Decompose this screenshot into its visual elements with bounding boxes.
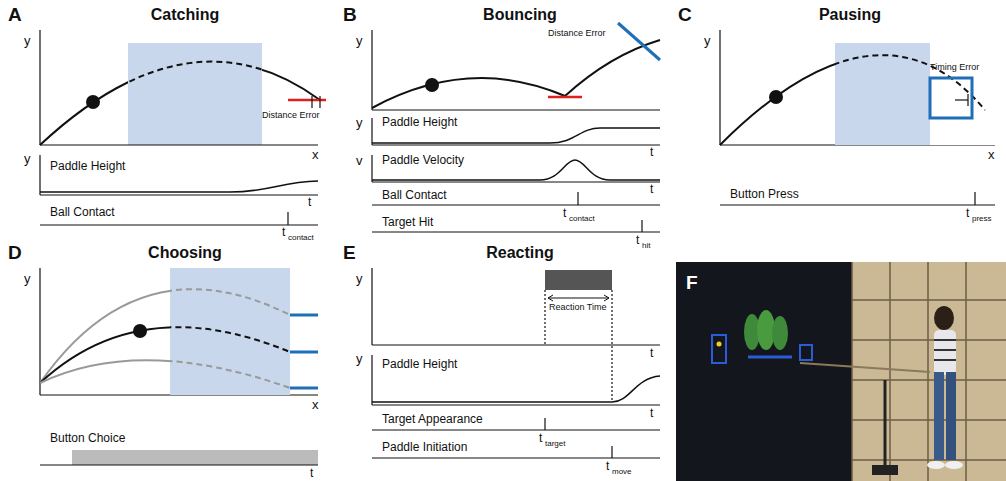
- plot-label: Paddle Velocity: [382, 154, 464, 168]
- plot-label: contact: [569, 214, 595, 223]
- plot-label: t: [606, 460, 609, 474]
- plot-label: Distance Error: [548, 28, 606, 38]
- plot-label: t: [966, 207, 969, 221]
- plot-label: Timing Error: [930, 62, 979, 72]
- plot-label: Paddle Height: [382, 358, 457, 372]
- plot-label: Paddle Height: [382, 116, 457, 130]
- plot-label: t: [282, 226, 285, 240]
- plot-label: t: [310, 467, 313, 481]
- plot-label: y: [356, 34, 363, 49]
- plot-label: t: [650, 347, 653, 361]
- panel-letter: C: [678, 4, 692, 26]
- plot-label: y: [24, 34, 31, 49]
- plot-label: t: [308, 196, 311, 210]
- plot-label: Paddle Initiation: [382, 441, 467, 455]
- plot-label: x: [312, 398, 319, 413]
- plot-label: Button Choice: [50, 432, 125, 446]
- panel-title: Choosing: [148, 244, 222, 262]
- panel-title: Reacting: [486, 244, 554, 262]
- hidden-trajectory: [128, 62, 262, 145]
- panel-title: Pausing: [819, 6, 881, 24]
- plot-label: t: [563, 207, 566, 221]
- plot-label: hit: [642, 241, 650, 250]
- panel-letter: F: [686, 272, 698, 294]
- plot-label: Ball Contact: [50, 206, 115, 220]
- plot-label: y: [356, 352, 363, 367]
- plot-label: Target Appearance: [382, 413, 483, 427]
- error-tick: [319, 96, 320, 108]
- plot-label: t: [636, 234, 639, 248]
- plot-label: t: [539, 432, 542, 446]
- plot-label: contact: [288, 233, 314, 242]
- photo: [676, 262, 1006, 481]
- plot-label: y: [24, 152, 31, 167]
- plot-label: target: [545, 439, 565, 448]
- error-tick: [311, 96, 312, 108]
- plot-label: move: [612, 467, 632, 476]
- plot-label: Paddle Height: [50, 160, 125, 174]
- panel-title: Catching: [151, 6, 219, 24]
- plot-label: t: [650, 146, 653, 160]
- panel-letter: E: [343, 242, 356, 264]
- plot-label: y: [704, 34, 711, 49]
- plot-label: t: [650, 407, 653, 421]
- plot-label: Target Hit: [382, 216, 433, 230]
- panel-letter: B: [343, 4, 357, 26]
- panel-title: Bouncing: [483, 6, 557, 24]
- occluder: [128, 43, 262, 145]
- plot-label: Button Press: [730, 188, 799, 202]
- plot-label: y: [24, 272, 31, 287]
- plot-label: y: [356, 116, 363, 131]
- plot-label: y: [356, 272, 363, 287]
- ball: [86, 95, 100, 109]
- panel-letter: D: [8, 242, 22, 264]
- plot-label: Ball Contact: [382, 189, 447, 203]
- plot-label: press: [972, 214, 992, 223]
- plot-label: x: [988, 148, 995, 163]
- plot-label: Reaction Time: [549, 302, 607, 312]
- panel-letter: A: [8, 4, 22, 26]
- plot-label: Distance Error: [262, 110, 320, 120]
- plot-label: x: [312, 148, 319, 163]
- plot-label: t: [650, 183, 653, 197]
- plot-label: v: [356, 154, 363, 169]
